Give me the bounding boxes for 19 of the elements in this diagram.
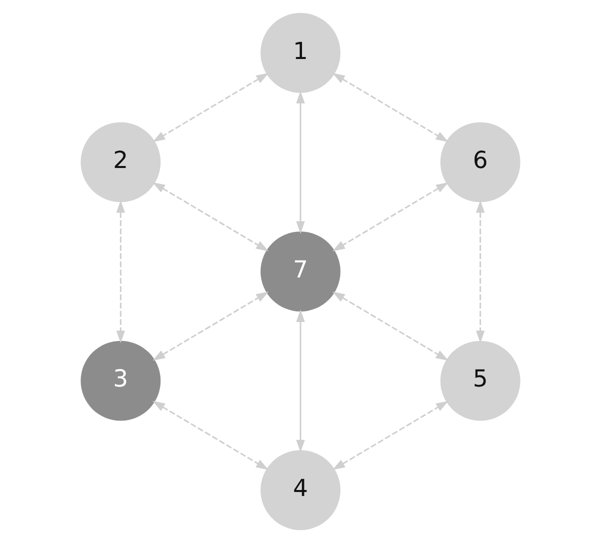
node-circle: 7 bbox=[260, 232, 340, 312]
arrow bbox=[296, 90, 304, 234]
node-circle: 3 bbox=[80, 340, 160, 421]
arrow bbox=[332, 292, 448, 361]
arrow bbox=[152, 73, 268, 142]
arrow bbox=[152, 182, 268, 252]
node-circle: 5 bbox=[440, 340, 520, 421]
arrow bbox=[152, 400, 268, 470]
arrow bbox=[152, 292, 268, 361]
arrow bbox=[332, 400, 448, 470]
node-circle: 4 bbox=[260, 450, 340, 530]
arrow bbox=[296, 310, 304, 452]
node-circle: 1 bbox=[260, 12, 340, 93]
arrow bbox=[475, 200, 484, 344]
arrow bbox=[116, 200, 125, 344]
node-circle: 6 bbox=[440, 122, 520, 202]
node-circle: 2 bbox=[80, 122, 160, 202]
arrow bbox=[332, 182, 448, 252]
arrow bbox=[332, 73, 448, 142]
